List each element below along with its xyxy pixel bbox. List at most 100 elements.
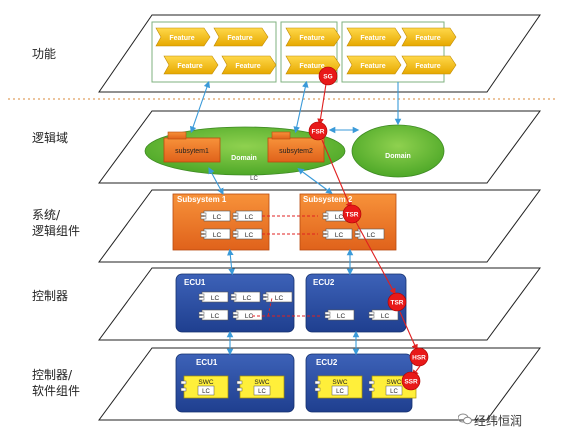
chain-tsr-hsr [399, 311, 418, 352]
lc-label: LC [335, 232, 344, 239]
feature-block: Feature [213, 27, 269, 47]
sw-ecu1-title: ECU1 [196, 358, 218, 367]
swc-label: SWC [254, 379, 269, 386]
layer-label-system-line1: 系统/ [32, 208, 61, 222]
swc-label: SWC [332, 379, 347, 386]
domain2-label: Domain [385, 153, 411, 160]
feature-block: Feature [346, 55, 402, 75]
link-sub1-sys [208, 167, 224, 195]
feature-label: Feature [360, 35, 385, 42]
ctrl-ecu2-title: ECU2 [313, 278, 335, 287]
layer-label-system-line2: 逻辑组件 [32, 224, 81, 238]
swc-lc-label: LC [258, 389, 266, 395]
sg-badge: SG [318, 66, 338, 86]
sw-ecu2-title: ECU2 [316, 358, 338, 367]
system-lc: LC [232, 210, 263, 222]
controller-lc: LC [368, 309, 399, 321]
subsystem1-tab [167, 131, 187, 140]
lc-label: LC [213, 232, 222, 239]
feature-label: Feature [415, 63, 440, 70]
feature-block: Feature [401, 55, 457, 75]
system-lc: LC [354, 228, 385, 240]
lc-label: LC [211, 313, 220, 320]
feature-block: Feature [401, 27, 457, 47]
swc-block: SWC LC [314, 375, 363, 399]
domain-ellipse-2 [351, 124, 445, 178]
controller-lc: LC [232, 309, 263, 321]
domain1-label: Domain [231, 155, 257, 162]
chain-tsr-tsr [355, 221, 396, 295]
logic-lc-label: LC [250, 176, 258, 182]
swc-block: SWC LC [180, 375, 229, 399]
subsystem2-tab [271, 131, 291, 140]
swc-lc-label: LC [336, 389, 344, 395]
feature-label: Feature [415, 35, 440, 42]
controller-lc: LC [198, 291, 229, 303]
feature-block: Feature [346, 27, 402, 47]
feature-block: Feature [285, 27, 341, 47]
hsr-badge: HSR [409, 347, 429, 367]
subsystem2-title: Subsystem 2 [303, 195, 353, 204]
ssr-badge: SSR [401, 371, 421, 391]
swc-label: SWC [386, 379, 401, 386]
subsystem2-box [267, 137, 325, 163]
swc-lc-label: LC [390, 389, 398, 395]
chain-sg-fsr [317, 83, 327, 126]
link-sub2-sys [297, 168, 333, 194]
ssr-badge-label: SSR [404, 379, 418, 386]
system-lc: LC [200, 210, 231, 222]
lc-label: LC [245, 313, 254, 320]
swc-block: SWC LC [236, 375, 285, 399]
feature-block: Feature [155, 27, 211, 47]
layer-label-software-line1: 控制器/ [32, 368, 73, 382]
watermark: 经纬恒润 [474, 414, 523, 428]
plane-function [98, 14, 541, 93]
feature-label: Feature [169, 35, 194, 42]
controller-lc: LC [198, 309, 229, 321]
controller-lc: LC [262, 291, 293, 303]
hsr-badge-label: HSR [412, 355, 426, 362]
system-tsr-badge-label: TSR [346, 212, 359, 219]
feature-label: Feature [299, 63, 324, 70]
fsr-badge-label: FSR [312, 129, 325, 136]
subsystem1-label: subsytem1 [175, 148, 209, 155]
lc-label: LC [245, 232, 254, 239]
subsystem1-title: Subsystem 1 [177, 195, 227, 204]
feature-block: Feature [221, 55, 277, 75]
layer-label-logic-domain: 逻辑域 [32, 131, 69, 145]
feature-label: Feature [177, 63, 202, 70]
wechat-icon [458, 413, 472, 425]
lc-label: LC [335, 214, 344, 221]
layer-label-software-line2: 软件组件 [32, 384, 81, 398]
subsystem1-box [163, 137, 221, 163]
feature-label: Feature [299, 35, 324, 42]
feature-block: Feature [163, 55, 219, 75]
lc-label: LC [275, 295, 284, 302]
link-feat-sub2 [293, 80, 309, 134]
feature-label: Feature [227, 35, 252, 42]
system-lc: LC [200, 228, 231, 240]
link-sys1-ctrl [227, 248, 235, 276]
system-lc: LC [322, 228, 353, 240]
controller-tsr-badge: TSR [387, 292, 407, 312]
lc-label: LC [243, 295, 252, 302]
lc-label: LC [213, 214, 222, 221]
feature-label: Feature [235, 63, 260, 70]
layer-label-controller: 控制器 [32, 289, 69, 303]
system-tsr-badge: TSR [342, 204, 362, 224]
lc-label: LC [367, 232, 376, 239]
feature-group-1 [151, 21, 277, 83]
lc-label: LC [337, 313, 346, 320]
sg-badge-label: SG [323, 74, 332, 81]
feature-group-2 [280, 21, 338, 83]
system-lc: LC [232, 228, 263, 240]
lc-label: LC [381, 313, 390, 320]
swc-lc-label: LC [202, 389, 210, 395]
controller-lc: LC [324, 309, 355, 321]
lc-label: LC [211, 295, 220, 302]
lc-label: LC [245, 214, 254, 221]
chain-fsr-tsr [321, 139, 352, 210]
swc-label: SWC [198, 379, 213, 386]
ctrl-ecu1-title: ECU1 [184, 278, 206, 287]
